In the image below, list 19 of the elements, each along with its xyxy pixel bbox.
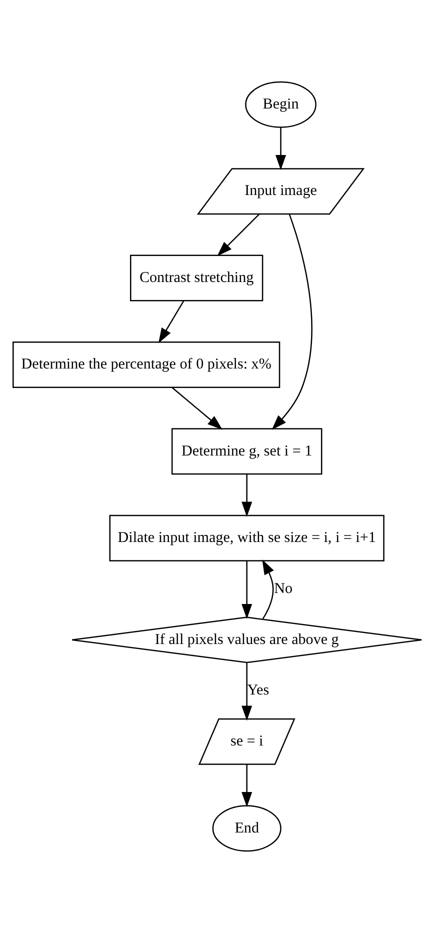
node-box: Contrast stretching [130,254,264,301]
node-box: Determine g, set i = 1 [171,428,322,474]
arrow [242,474,252,516]
node-diamond: If all pixels values are above g [71,616,422,663]
arrow [262,558,274,619]
node-ellipse: Begin [245,80,316,128]
arrow [272,214,312,430]
node-box: Dilate input image, with se size = i, i = i+1 [109,514,384,561]
arrow [217,213,260,256]
arrow [275,127,286,170]
arrow [172,386,222,430]
arrow [158,300,184,343]
arrow [242,560,252,619]
arrow [242,764,252,807]
edge-label: Yes [247,682,270,698]
node-box: Determine the percentage of 0 pixels: x% [12,340,280,388]
arrow [242,662,252,720]
edge-label: No [274,580,292,596]
node-ellipse: End [212,804,282,852]
